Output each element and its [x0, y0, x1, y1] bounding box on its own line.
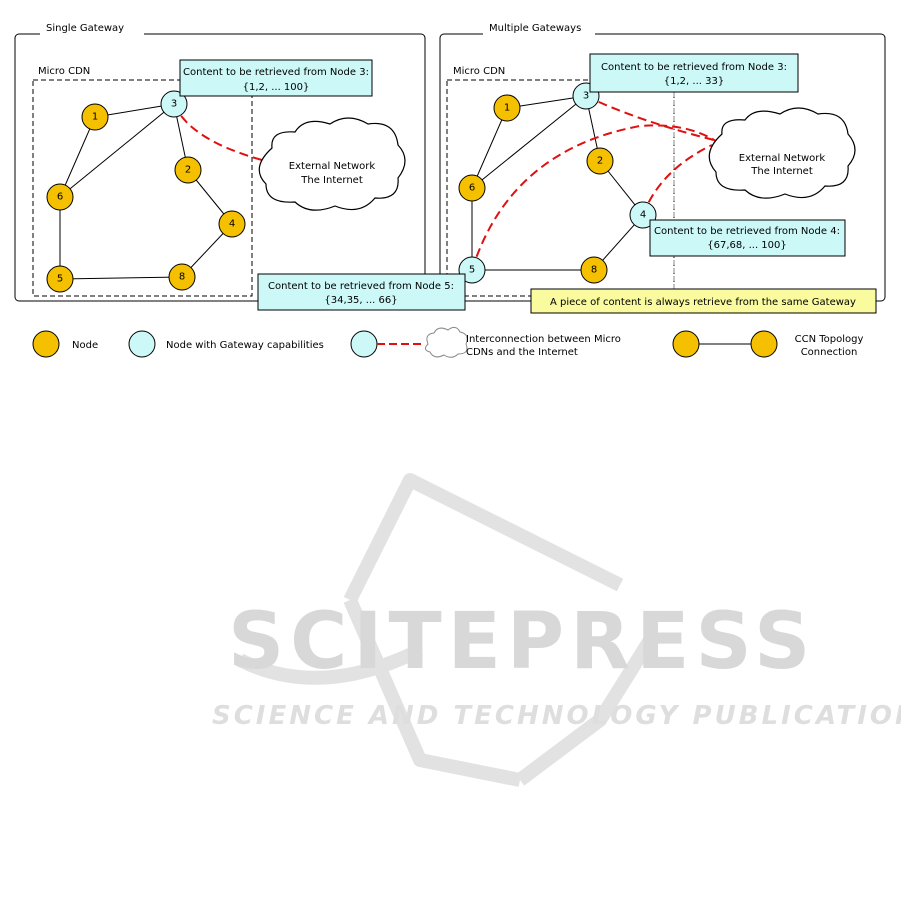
svg-text:3: 3: [583, 91, 589, 102]
single-title-bg: [40, 28, 144, 38]
link-5-8: [59, 276, 183, 280]
svg-text:1: 1: [504, 103, 510, 114]
legend-interconnection: Interconnection between Micro CDNs and t…: [350, 326, 621, 358]
legend-ccn-connection: CCN Topology Connection: [672, 330, 864, 358]
legend-node: Node: [32, 330, 98, 358]
node-6[interactable]: 6: [46, 183, 74, 211]
svg-text:2: 2: [597, 156, 603, 167]
single-panel-title: Single Gateway: [46, 23, 124, 34]
svg-text:5: 5: [57, 274, 63, 285]
single-internet-cloud: External Network The Internet: [258, 117, 406, 211]
multiple-internet-cloud: External Network The Internet: [708, 107, 856, 199]
multiple-gateway-panel: Multiple Gateways Micro CDN 1 2 3 4 5: [439, 23, 886, 302]
single-panel-frame: [14, 33, 426, 302]
svg-text:1: 1: [92, 112, 98, 123]
legend-ccn-node-left-icon: [672, 330, 700, 358]
link-1-6: [471, 107, 508, 189]
multiple-title-bg: [483, 28, 595, 38]
multiple-callout-node5: Content to be retrieved from Node 5: {34…: [257, 273, 466, 311]
watermark-title: SCITEPRESS: [228, 597, 816, 687]
node-8[interactable]: 8: [168, 263, 196, 291]
svg-text:Node with Gateway capabilities: Node with Gateway capabilities: [166, 340, 324, 351]
svg-text:Connection: Connection: [801, 347, 858, 358]
multiple-callout-node3: Content to be retrieved from Node 3: {1,…: [589, 53, 799, 93]
scitepress-watermark: SCITEPRESS SCIENCE AND TECHNOLOGY PUBLIC…: [212, 473, 901, 787]
svg-text:{1,2, ... 100}: {1,2, ... 100}: [243, 82, 310, 93]
svg-text:8: 8: [179, 272, 185, 283]
single-micro-cdn-label: Micro CDN: [38, 66, 90, 77]
svg-text:The Internet: The Internet: [300, 175, 363, 186]
gateway3-internet-link: [585, 95, 723, 143]
svg-text:The Internet: The Internet: [750, 166, 813, 177]
single-micro-cdn-box: [32, 79, 253, 297]
node-5[interactable]: 5: [46, 265, 74, 293]
svg-text:2: 2: [185, 165, 191, 176]
link-1-6: [59, 116, 96, 198]
node-2[interactable]: 2: [174, 156, 202, 184]
node-4[interactable]: 4: [218, 210, 246, 238]
svg-text:External Network: External Network: [289, 161, 376, 172]
single-topology-links: [59, 103, 233, 280]
svg-text:4: 4: [640, 210, 646, 221]
watermark-book-logo: [236, 473, 656, 787]
node-1[interactable]: 1: [81, 103, 109, 131]
svg-text:CCN Topology: CCN Topology: [795, 334, 864, 345]
single-internet-link: [173, 103, 263, 161]
svg-text:{1,2, ... 33}: {1,2, ... 33}: [664, 76, 724, 87]
legend: Node Node with Gateway capabilities Inte…: [32, 326, 864, 358]
svg-text:3: 3: [171, 99, 177, 110]
node-6[interactable]: 6: [458, 174, 486, 202]
legend-gateway: Node with Gateway capabilities: [128, 330, 324, 358]
svg-text:Content to be retrieved from N: Content to be retrieved from Node 3:: [183, 67, 369, 78]
legend-gateway-icon: [128, 330, 156, 358]
svg-text:{67,68, ... 100}: {67,68, ... 100}: [707, 240, 787, 251]
node-2[interactable]: 2: [586, 147, 614, 175]
node-8[interactable]: 8: [580, 256, 608, 284]
single-nodes: 1 2 3 4 5 6 8: [46, 90, 246, 293]
svg-text:4: 4: [229, 219, 235, 230]
svg-text:CDNs and the Internet: CDNs and the Internet: [466, 347, 578, 358]
multiple-topology-links: [471, 95, 644, 271]
svg-text:{34,35, ... 66}: {34,35, ... 66}: [324, 295, 397, 306]
gateway-node-3[interactable]: 3: [160, 90, 188, 118]
svg-text:Node: Node: [72, 340, 98, 351]
same-gateway-note: A piece of content is always retrieve fr…: [530, 288, 877, 314]
legend-ccn-node-right-icon: [750, 330, 778, 358]
watermark-subtitle: SCIENCE AND TECHNOLOGY PUBLICATIONS: [212, 701, 901, 731]
single-gateway-panel: Single Gateway Micro CDN 1 2 3 4 5 6 8: [14, 23, 426, 302]
single-callout-node3: Content to be retrieved from Node 3: {1,…: [179, 59, 373, 97]
svg-text:Content to be retrieved from N: Content to be retrieved from Node 4:: [654, 226, 840, 237]
svg-text:6: 6: [57, 192, 63, 203]
multiple-callout-node4: Content to be retrieved from Node 4: {67…: [649, 219, 846, 257]
svg-text:A piece of content is always r: A piece of content is always retrieve fr…: [550, 297, 856, 308]
legend-interconnection-gateway-icon: [350, 330, 378, 358]
svg-text:Interconnection between Micro: Interconnection between Micro: [466, 334, 621, 345]
link-3-6: [59, 103, 175, 198]
svg-text:Content to be retrieved from N: Content to be retrieved from Node 5:: [268, 281, 454, 292]
multiple-panel-title: Multiple Gateways: [489, 23, 581, 34]
legend-cloud-icon: [424, 326, 468, 358]
svg-text:6: 6: [469, 183, 475, 194]
node-1[interactable]: 1: [493, 94, 521, 122]
legend-node-icon: [32, 330, 60, 358]
svg-text:Content to be retrieved from N: Content to be retrieved from Node 3:: [601, 62, 787, 73]
gateway5-internet-link: [471, 124, 723, 271]
multiple-internet-links: [471, 95, 723, 271]
svg-text:8: 8: [591, 265, 597, 276]
multiple-micro-cdn-label: Micro CDN: [453, 66, 505, 77]
gateway4-internet-link: [642, 144, 713, 216]
svg-text:External Network: External Network: [739, 153, 826, 164]
svg-text:5: 5: [469, 265, 475, 276]
link-3-6: [471, 95, 587, 189]
